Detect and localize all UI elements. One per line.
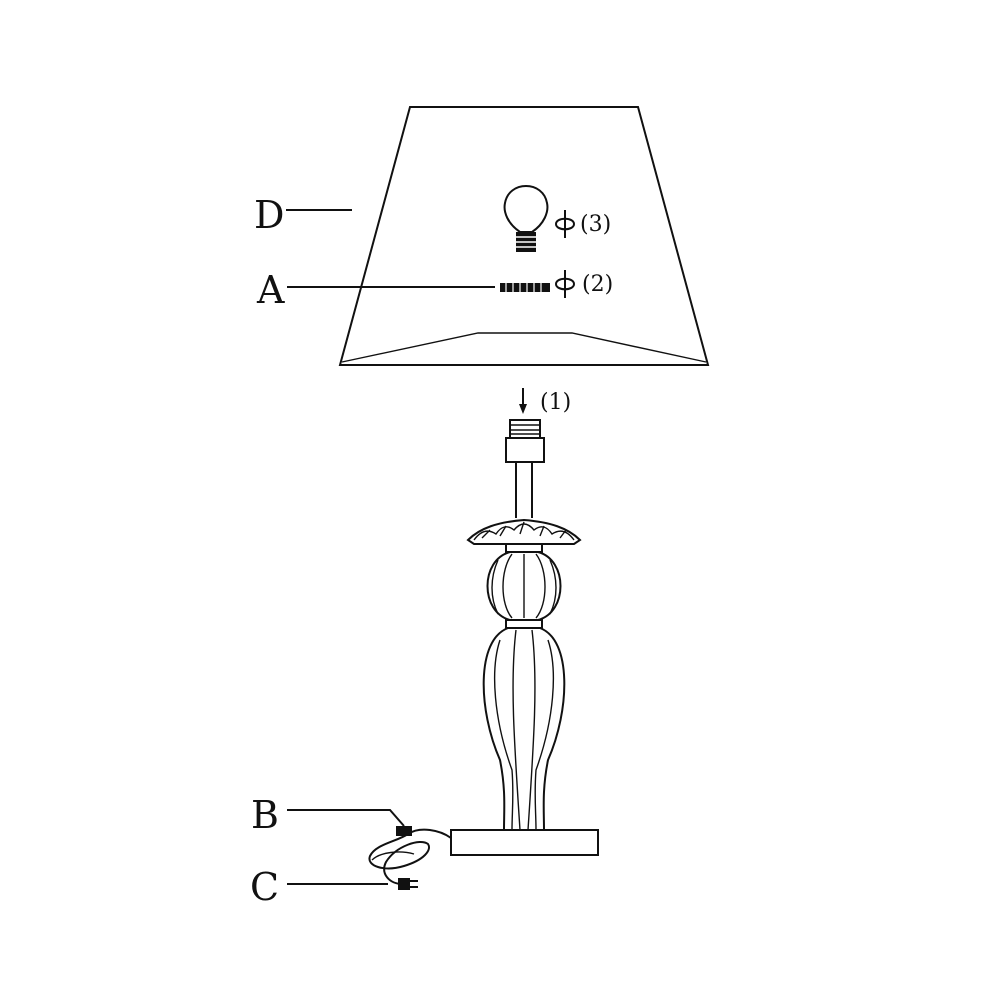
arrow-down-icon [519, 388, 527, 414]
upper-ornament [486, 551, 562, 629]
lamp-shade [338, 106, 710, 366]
power-cord [368, 828, 452, 885]
cord-switch [396, 826, 412, 836]
step-2-label: (2) [582, 272, 613, 297]
label-b: B [251, 793, 279, 837]
step-1-label: (1) [540, 390, 571, 415]
lower-vase [482, 627, 566, 831]
rotate-screw-icon [555, 270, 576, 298]
label-d: D [254, 193, 284, 237]
lamp-base [450, 829, 599, 856]
rotate-screw-icon [555, 210, 576, 238]
step-3-label: (3) [580, 212, 611, 237]
leaf-crown [466, 518, 582, 553]
plug [398, 878, 418, 890]
lamp-socket [505, 419, 545, 463]
lamp-stem [515, 462, 533, 518]
shade-ring [500, 281, 550, 294]
light-bulb-icon [503, 184, 549, 252]
leader-b [287, 809, 405, 827]
label-a: A [256, 268, 285, 312]
label-c: C [250, 865, 279, 909]
